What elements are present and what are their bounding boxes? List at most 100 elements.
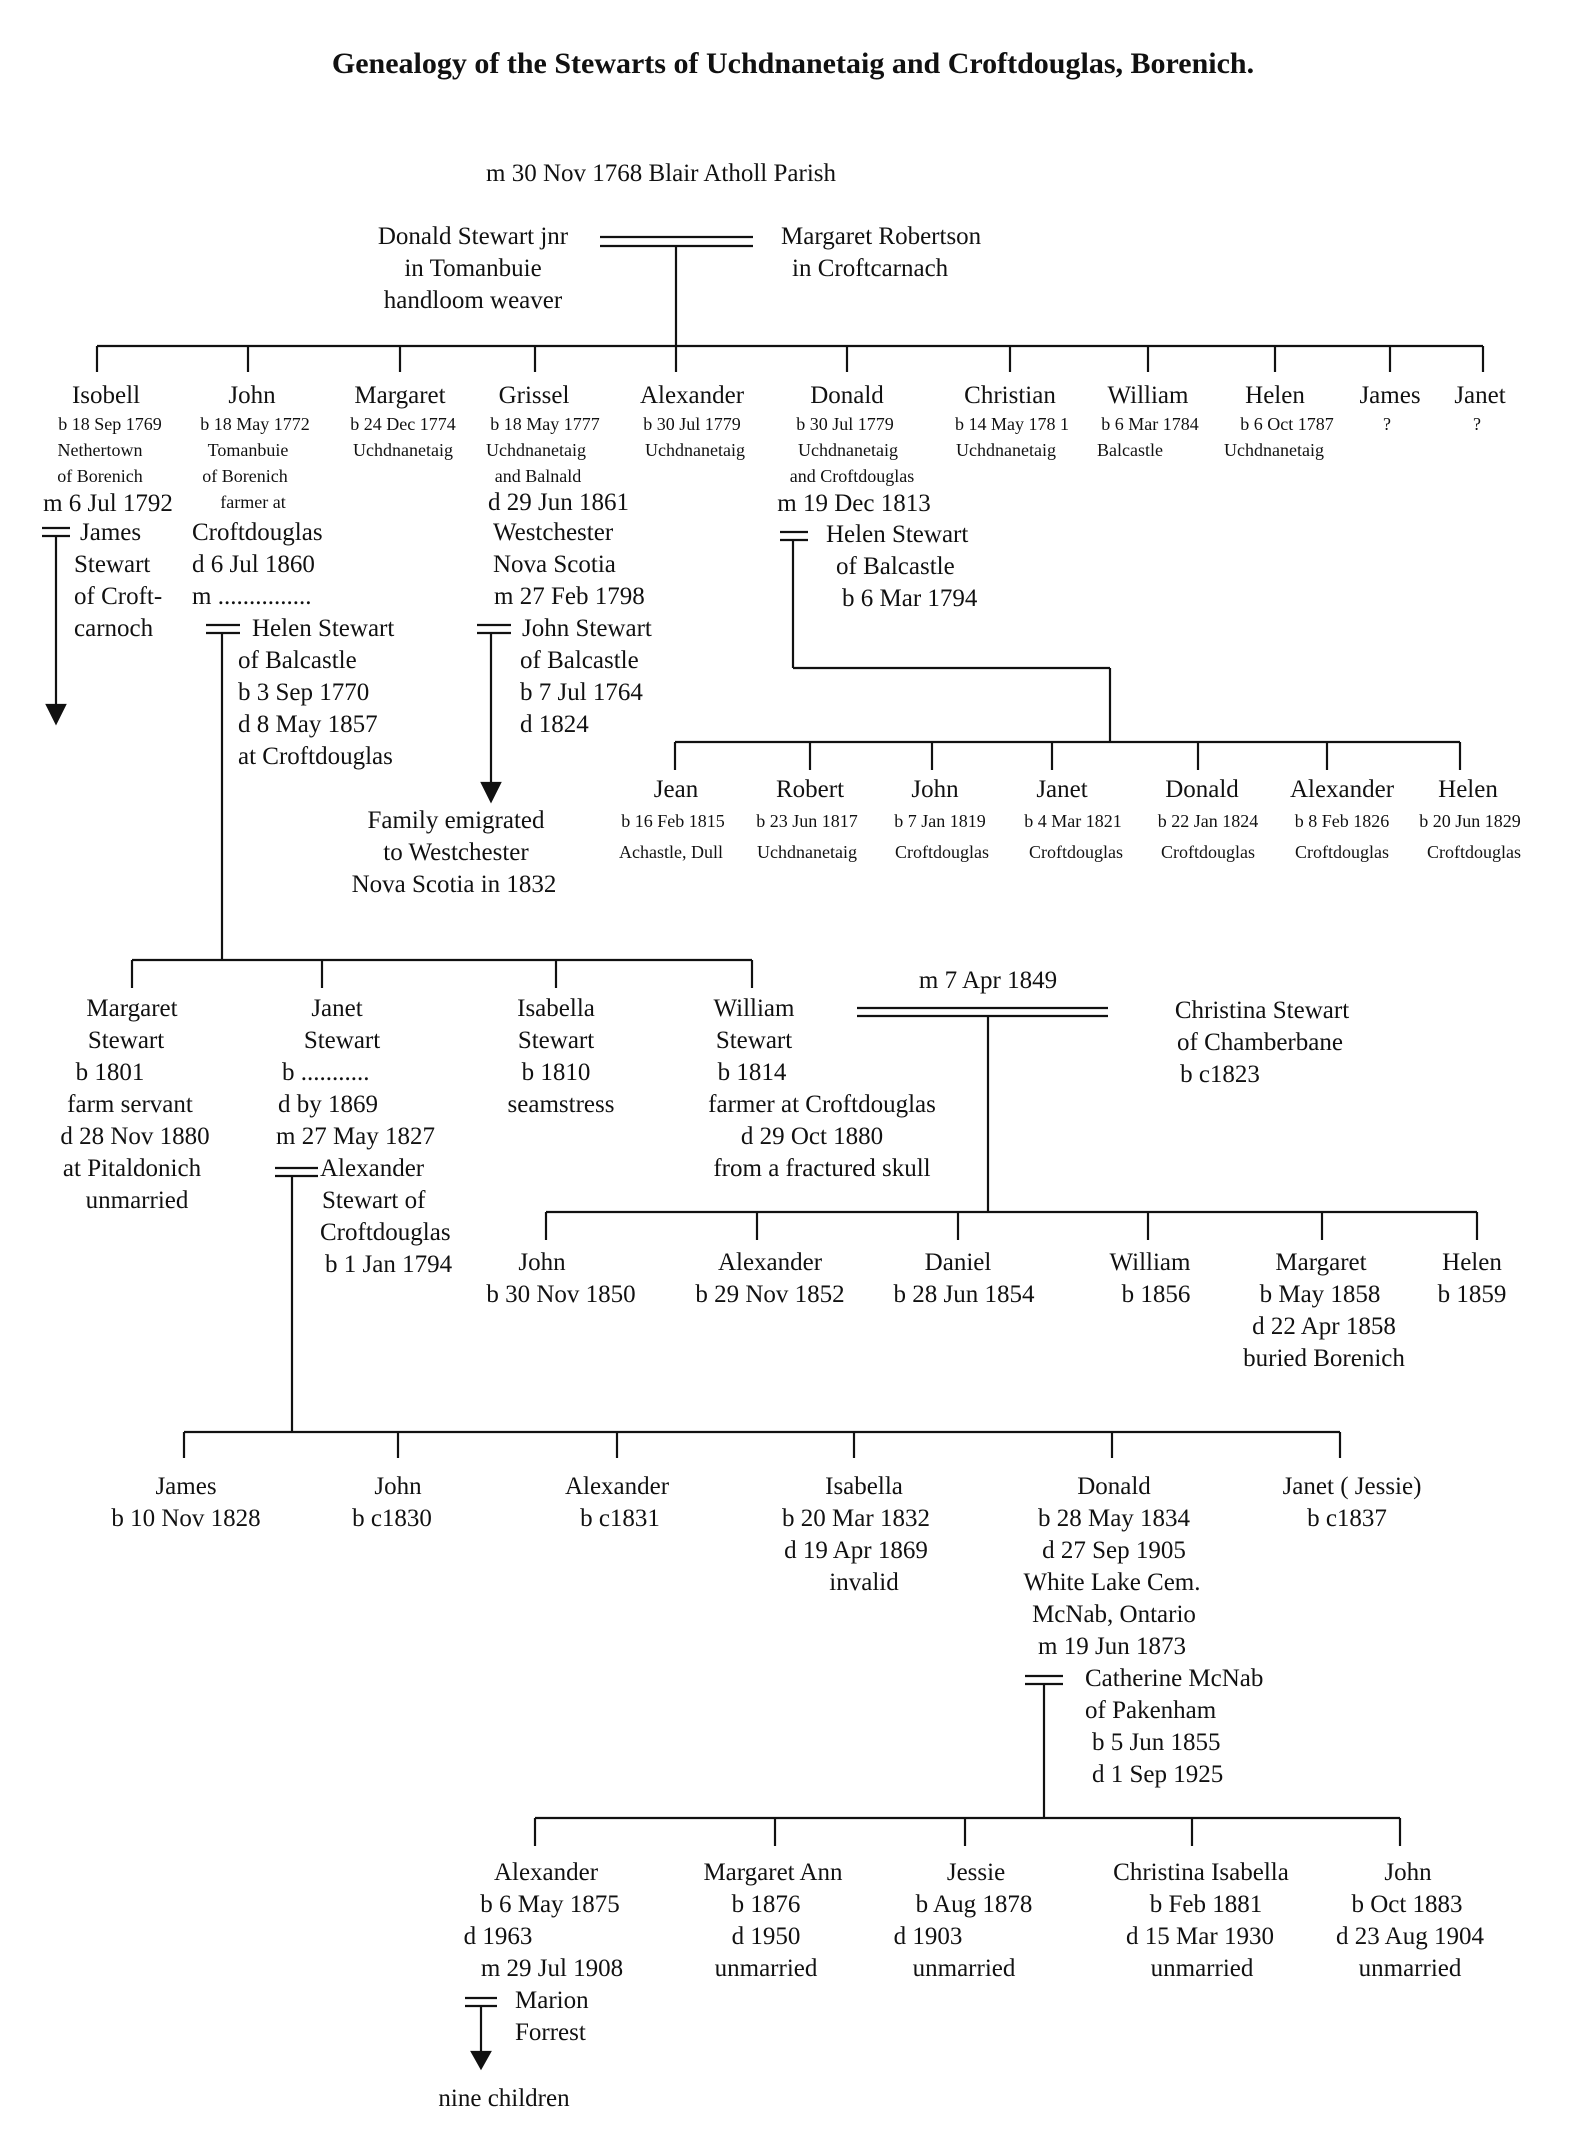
- child-birth: b 20 Jun 1829: [1419, 811, 1521, 831]
- person-detail: b 18 May 1772: [200, 414, 310, 434]
- child-detail: b Aug 1878: [915, 1891, 1033, 1918]
- person-detail: b 1801: [75, 1059, 145, 1086]
- child-name: Helen: [1438, 776, 1498, 803]
- person-detail: b 18 Sep 1769: [58, 414, 162, 434]
- person-detail: Nova Scotia: [493, 551, 616, 578]
- spouse-detail: b 7 Jul 1764: [520, 679, 643, 706]
- spouse-detail: Croftdouglas: [320, 1219, 451, 1246]
- child-birth: b 4 Mar 1821: [1024, 811, 1122, 831]
- child-birth: b 23 Jun 1817: [756, 811, 858, 831]
- ancestor-husband: in Tomanbuie: [404, 255, 542, 282]
- ancestor-wife: in Croftcarnach: [792, 255, 949, 282]
- child-detail: b c1837: [1307, 1505, 1387, 1532]
- child-detail: unmarried: [912, 1955, 1016, 1982]
- person-detail: Nethertown: [57, 440, 143, 460]
- child-detail: d 1963: [463, 1923, 533, 1950]
- person-detail: Uchdnanetaig: [798, 440, 898, 460]
- person-detail: Uchdnanetaig: [486, 440, 586, 460]
- child-detail: buried Borenich: [1243, 1345, 1405, 1372]
- person-detail: b 30 Jul 1779: [643, 414, 741, 434]
- person-detail: Stewart: [303, 1027, 381, 1054]
- spouse-detail: of Croft-: [74, 583, 163, 610]
- spouse-detail: b 3 Sep 1770: [238, 679, 370, 706]
- person-detail: b 6 Mar 1784: [1101, 414, 1199, 434]
- person-name: James: [1359, 382, 1421, 409]
- spouse-detail: Christina Stewart: [1174, 997, 1350, 1024]
- person-detail: and Croftdouglas: [789, 466, 915, 486]
- person-detail: Janet: [311, 995, 363, 1022]
- child-name: William: [1109, 1249, 1191, 1276]
- emigration-note: Family emigrated: [367, 807, 545, 834]
- child-detail: d 1903: [893, 1923, 963, 1950]
- person-detail: Tomanbuie: [207, 440, 289, 460]
- child-detail: b May 1858: [1259, 1281, 1381, 1308]
- person-detail: of Borenich: [202, 466, 288, 486]
- person-detail: b 24 Dec 1774: [350, 414, 456, 434]
- child-detail: b 1859: [1437, 1281, 1507, 1308]
- child-name: Margaret Ann: [703, 1859, 843, 1886]
- person-name: Christian: [964, 382, 1056, 409]
- child-place: Croftdouglas: [1295, 842, 1389, 862]
- child-name: John: [1384, 1859, 1432, 1886]
- person-name: Donald: [810, 382, 884, 409]
- child-detail: m 29 Jul 1908: [480, 1955, 624, 1982]
- child-detail: b c1830: [352, 1505, 432, 1532]
- person-detail: m 19 Dec 1813: [777, 490, 931, 517]
- spouse-detail: Helen Stewart: [252, 615, 395, 642]
- page-title: Genealogy of the Stewarts of Uchdnanetai…: [331, 47, 1255, 80]
- child-detail: b 10 Nov 1828: [111, 1505, 261, 1532]
- child-detail: b 6 May 1875: [480, 1891, 620, 1918]
- child-name: Jean: [653, 776, 699, 803]
- person-detail: Margaret: [86, 995, 178, 1022]
- person-detail: b 1814: [717, 1059, 787, 1086]
- child-name: Janet ( Jessie): [1282, 1473, 1422, 1500]
- spouse-detail: b 1 Jan 1794: [325, 1251, 453, 1278]
- person-detail: Uchdnanetaig: [353, 440, 453, 460]
- child-detail: m 19 Jun 1873: [1038, 1633, 1186, 1660]
- child-detail: unmarried: [1150, 1955, 1254, 1982]
- spouse-detail: of Chamberbane: [1177, 1029, 1343, 1056]
- person-detail: Isabella: [517, 995, 595, 1022]
- child-detail: invalid: [829, 1569, 899, 1596]
- person-detail: Stewart: [715, 1027, 793, 1054]
- person-detail: b 18 May 1777: [490, 414, 600, 434]
- person-detail: d 28 Nov 1880: [60, 1123, 210, 1150]
- spouse-detail: Stewart of: [322, 1187, 426, 1214]
- marriage-date: m 30 Nov 1768 Blair Atholl Parish: [486, 160, 836, 187]
- person-detail: William: [713, 995, 795, 1022]
- person-detail: Uchdnanetaig: [1224, 440, 1324, 460]
- person-detail: b 1810: [521, 1059, 591, 1086]
- person-name: William: [1107, 382, 1189, 409]
- child-name: Robert: [775, 776, 845, 803]
- spouse-detail: Helen Stewart: [826, 521, 969, 548]
- spouse-detail: carnoch: [74, 615, 154, 642]
- child-name: Isabella: [825, 1473, 903, 1500]
- child-name: John: [911, 776, 959, 803]
- spouse-detail: at Croftdouglas: [238, 743, 393, 770]
- arrowhead: [470, 2050, 492, 2071]
- marriage-date: m 7 Apr 1849: [918, 967, 1058, 994]
- child-name: Donald: [1077, 1473, 1151, 1500]
- descendants-note: nine children: [438, 2085, 570, 2112]
- child-detail: b 28 May 1834: [1037, 1505, 1191, 1532]
- child-name: Margaret: [1275, 1249, 1367, 1276]
- person-name: Isobell: [71, 382, 141, 409]
- child-birth: b 16 Feb 1815: [621, 811, 725, 831]
- person-name: Alexander: [639, 382, 745, 409]
- person-detail: d 29 Jun 1861: [488, 489, 629, 516]
- spouse-detail: Marion: [515, 1987, 589, 2014]
- child-birth: b 8 Feb 1826: [1294, 811, 1390, 831]
- child-detail: b 20 Mar 1832: [782, 1505, 930, 1532]
- spouse-detail: b 6 Mar 1794: [842, 585, 978, 612]
- ancestor-husband: handloom weaver: [383, 287, 563, 314]
- person-name: John: [228, 382, 276, 409]
- spouse-detail: Alexander: [320, 1155, 425, 1182]
- child-detail: b Feb 1881: [1149, 1891, 1263, 1918]
- child-name: Helen: [1442, 1249, 1502, 1276]
- person-detail: ?: [1383, 414, 1391, 434]
- child-detail: b 29 Nov 1852: [695, 1281, 845, 1308]
- spouse-detail: James: [80, 519, 142, 546]
- person-detail: Stewart: [87, 1027, 165, 1054]
- child-detail: d 15 Mar 1930: [1126, 1923, 1274, 1950]
- person-detail: unmarried: [85, 1187, 189, 1214]
